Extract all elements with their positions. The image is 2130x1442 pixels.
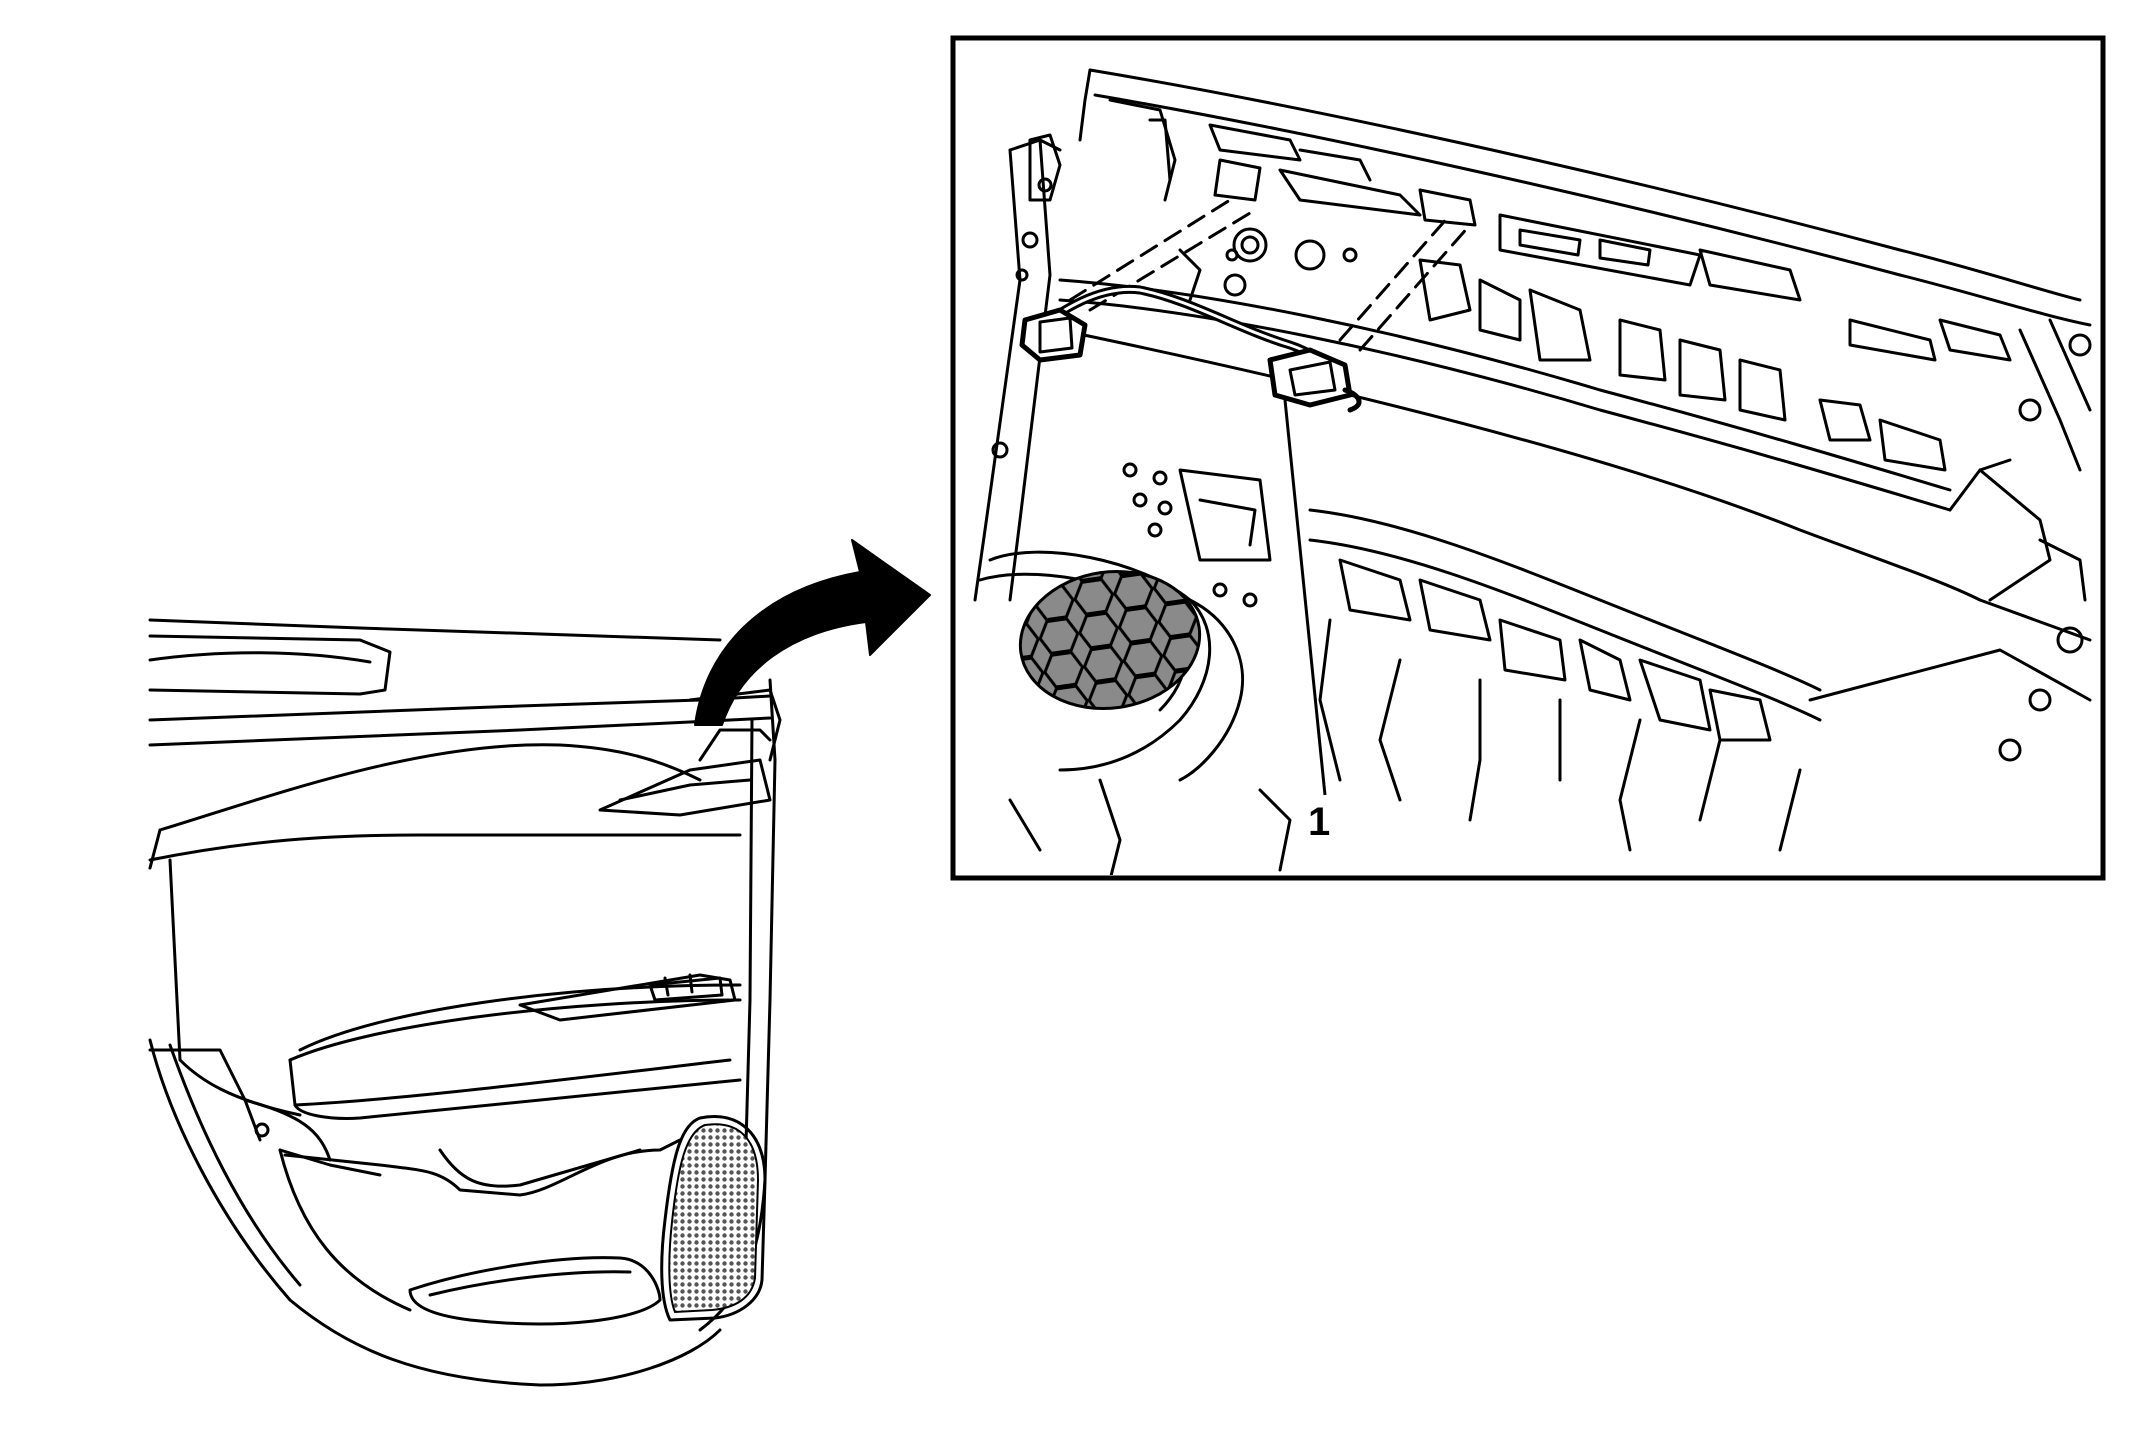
callout-leader-line — [1283, 399, 1327, 796]
door-inner-panel-detail — [973, 68, 2092, 875]
speaker-grille-icon — [1018, 570, 1202, 710]
curved-arrow-icon — [694, 539, 931, 726]
speaker-grille-icon — [668, 1123, 760, 1314]
callout-label-1: 1 — [1308, 800, 1331, 844]
detail-inset-frame — [950, 35, 2106, 881]
wiring-harness — [1019, 284, 1362, 413]
